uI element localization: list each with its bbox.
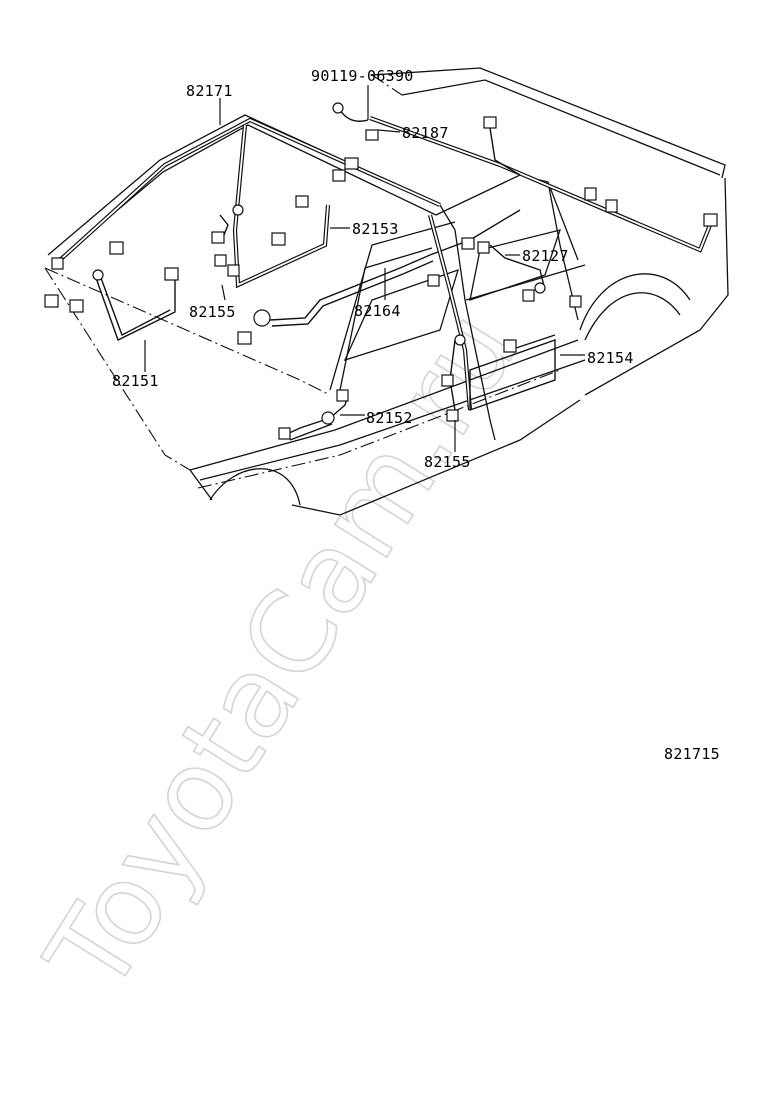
connector-box bbox=[446, 409, 459, 422]
part-label-82151: 82151 bbox=[112, 372, 159, 390]
connector-box bbox=[584, 187, 597, 201]
grommet bbox=[232, 204, 244, 216]
grommet bbox=[454, 334, 466, 346]
part-labels: 82171 90119-06390 82187 82153 82127 8215… bbox=[112, 67, 720, 763]
connector-box bbox=[278, 427, 291, 440]
connector-box bbox=[483, 116, 497, 129]
connector-box bbox=[477, 241, 490, 254]
connector-box bbox=[295, 195, 309, 208]
grommet bbox=[253, 309, 271, 327]
connector-box bbox=[336, 389, 349, 402]
connector-box bbox=[109, 241, 124, 255]
vehicle-body-outline bbox=[44, 67, 729, 516]
connector-box bbox=[427, 274, 440, 287]
illustration-code: 821715 bbox=[664, 745, 720, 763]
connector-box bbox=[522, 289, 535, 302]
connector-box bbox=[332, 169, 346, 182]
part-label-82187: 82187 bbox=[402, 124, 449, 142]
part-label-82164: 82164 bbox=[354, 302, 401, 320]
leader-lines bbox=[144, 85, 585, 452]
connector-box bbox=[214, 254, 227, 267]
grommet bbox=[534, 282, 546, 294]
grommet bbox=[92, 269, 104, 281]
connector-box bbox=[703, 213, 718, 227]
connector-box bbox=[227, 264, 240, 277]
part-label-82153: 82153 bbox=[352, 220, 399, 238]
connector-box bbox=[164, 267, 179, 281]
grommet bbox=[321, 411, 335, 425]
grommet bbox=[332, 102, 344, 114]
part-label-82155: 82155 bbox=[424, 453, 471, 471]
connector-box bbox=[344, 157, 359, 170]
connector-box bbox=[605, 199, 618, 213]
part-label-82152: 82152 bbox=[366, 409, 413, 427]
connector-box bbox=[461, 237, 475, 250]
part-label-82155: 82155 bbox=[189, 303, 236, 321]
connector-box bbox=[441, 374, 454, 387]
watermark-text: ToyotaCam.ru bbox=[22, 289, 543, 1015]
connector-box bbox=[69, 299, 84, 313]
connector-box bbox=[271, 232, 286, 246]
connector-box bbox=[503, 339, 517, 353]
connector-box bbox=[51, 257, 64, 270]
part-label-82127: 82127 bbox=[522, 247, 569, 265]
connector-box bbox=[569, 295, 582, 308]
connector-box bbox=[365, 129, 379, 141]
part-label-90119-06390: 90119-06390 bbox=[311, 67, 414, 85]
connector-box bbox=[211, 231, 225, 244]
part-label-82171: 82171 bbox=[186, 82, 233, 100]
connectors bbox=[44, 102, 718, 440]
connector-box bbox=[237, 331, 252, 345]
connector-box bbox=[44, 294, 59, 308]
part-label-82154: 82154 bbox=[587, 349, 634, 367]
